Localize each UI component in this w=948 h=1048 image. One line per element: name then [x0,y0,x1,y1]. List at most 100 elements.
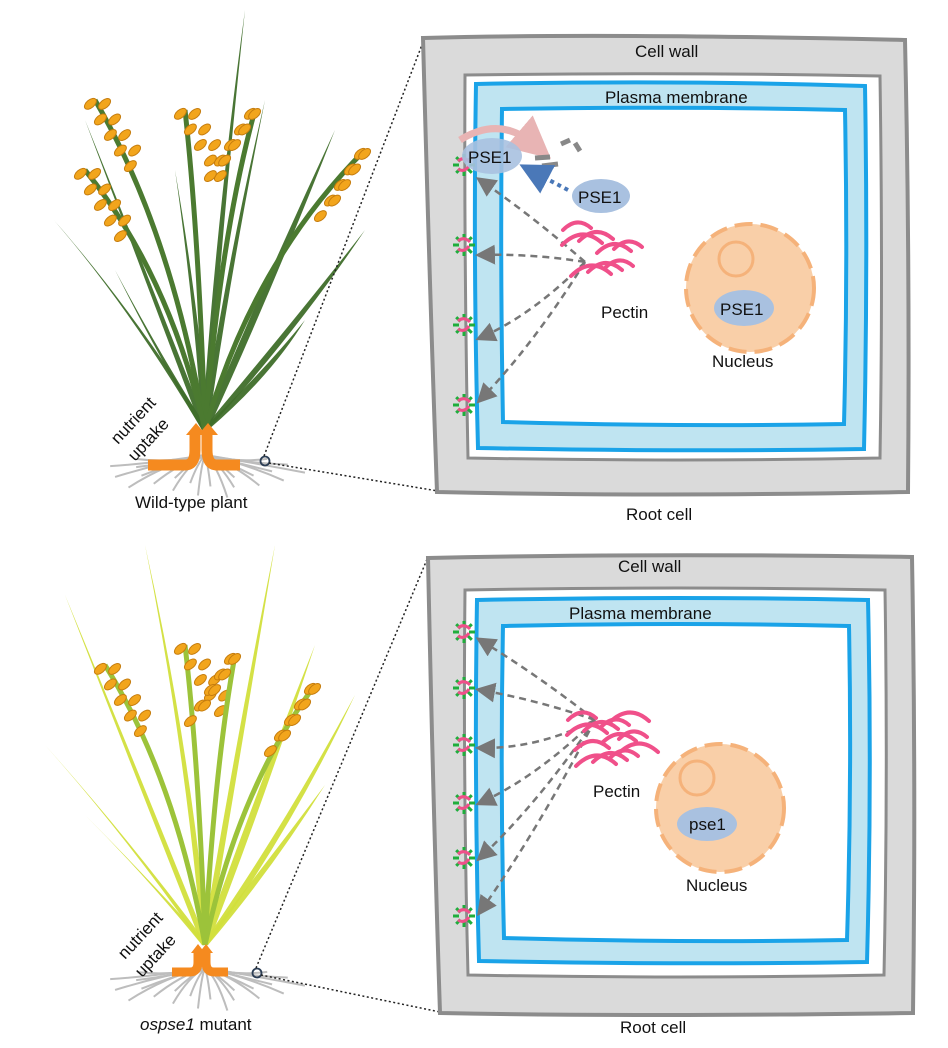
leaf [175,170,208,430]
wild-type-plant-label: Wild-type plant [135,493,248,512]
dashed-arrow [475,637,596,721]
rice-grain [278,729,292,742]
pse1-nucleus-label: pse1 [689,815,726,834]
pectin-mark [457,908,472,923]
rice-grain [113,144,127,157]
pectin-deposit-site [453,314,475,336]
stem [202,683,318,946]
pectin-deposit-site [453,905,475,927]
root-zoom-circle [251,967,263,979]
pectin-strand [616,741,660,756]
stem [202,109,258,431]
leaf [145,545,208,945]
leaf [85,120,208,430]
pectin-strand [561,220,593,232]
rice-grain [218,154,232,167]
pectin-deposit-site [453,394,475,416]
rice-grain [128,694,142,706]
pectin-deposit-site [453,621,475,643]
pectin-strand [569,263,613,278]
pectin-spike [466,167,473,174]
pectin-mark [457,737,472,752]
rice-grain [93,662,107,675]
zoom-line [268,462,439,492]
rice-grain [123,709,137,722]
pectin-deposit-site [453,734,475,756]
rice-grain [193,674,207,686]
dashed-arrow [475,682,596,722]
rice-grain [93,113,107,126]
rice-grain [73,167,87,180]
dashed-arrow [475,719,596,806]
pectin-spike [466,805,473,812]
pectin-fragments [565,710,660,768]
nucleus-label: Nucleus [712,352,773,371]
rice-grain [108,662,122,675]
rice-grain [118,678,132,691]
rice-grain [103,214,117,227]
rice-grain [183,658,197,671]
pectin-mark [457,397,472,412]
pectin-spike [466,634,473,641]
pectin-spike [466,327,473,334]
rice-grain [198,123,212,136]
pectin-strand [617,729,649,741]
pectin-deposit-site [453,234,475,256]
rice-grain [208,139,222,151]
pectin-strand [591,751,629,764]
cell-wall-label: Cell wall [618,557,681,576]
pectin-spike [466,747,473,754]
pectin-strand [566,710,598,722]
rice-grain [203,170,217,183]
rice-grain [203,154,217,167]
pectin-strand [573,739,611,752]
pectin-mark [457,850,472,865]
rice-grain [238,123,252,136]
rice-grain [228,139,242,151]
rice-grain [198,699,212,712]
pectin-label: Pectin [593,782,640,801]
pectin-spike [466,860,473,867]
rice-grain [313,210,327,223]
pectin-strand [607,710,651,725]
pectin-strand [612,239,644,251]
pectin-strand [565,722,609,737]
pectin-strand [600,732,638,745]
rice-grain [113,694,127,706]
rice-grain [103,678,117,691]
leaf [202,100,265,430]
pectin-strand [603,258,635,270]
rice-grain [128,144,142,157]
leaf [85,815,208,945]
root-cell-caption: Root cell [626,505,692,524]
rice-grain [288,714,302,726]
pectin-strand [577,230,615,243]
pectin-spike [466,247,473,254]
pectin-mark [457,795,472,810]
pectin-strand [574,753,618,768]
rice-grain [103,129,117,141]
rice-grain [193,139,207,151]
rice-grain [338,179,352,191]
ospse1-mutant-plant [45,545,355,946]
rice-grain [118,129,132,141]
root-cell-caption: Root cell [620,1018,686,1037]
leaf [45,745,208,945]
rice-grain [358,147,372,160]
rice-grain [348,163,362,176]
dashed-arrow [476,719,597,862]
pectin-sites [453,621,475,927]
rice-grain [213,170,227,183]
pectin-mark [457,680,472,695]
zoom-line [255,556,429,969]
rice-grain [183,123,197,136]
recycling-arrow [458,115,551,159]
pectin-strand [595,242,633,255]
zoom-line [260,974,441,1013]
rice-grain [113,230,127,243]
wild-type-plant [45,10,372,431]
rice-grain [93,199,107,211]
rice-grain [138,709,152,722]
stem [202,654,238,946]
